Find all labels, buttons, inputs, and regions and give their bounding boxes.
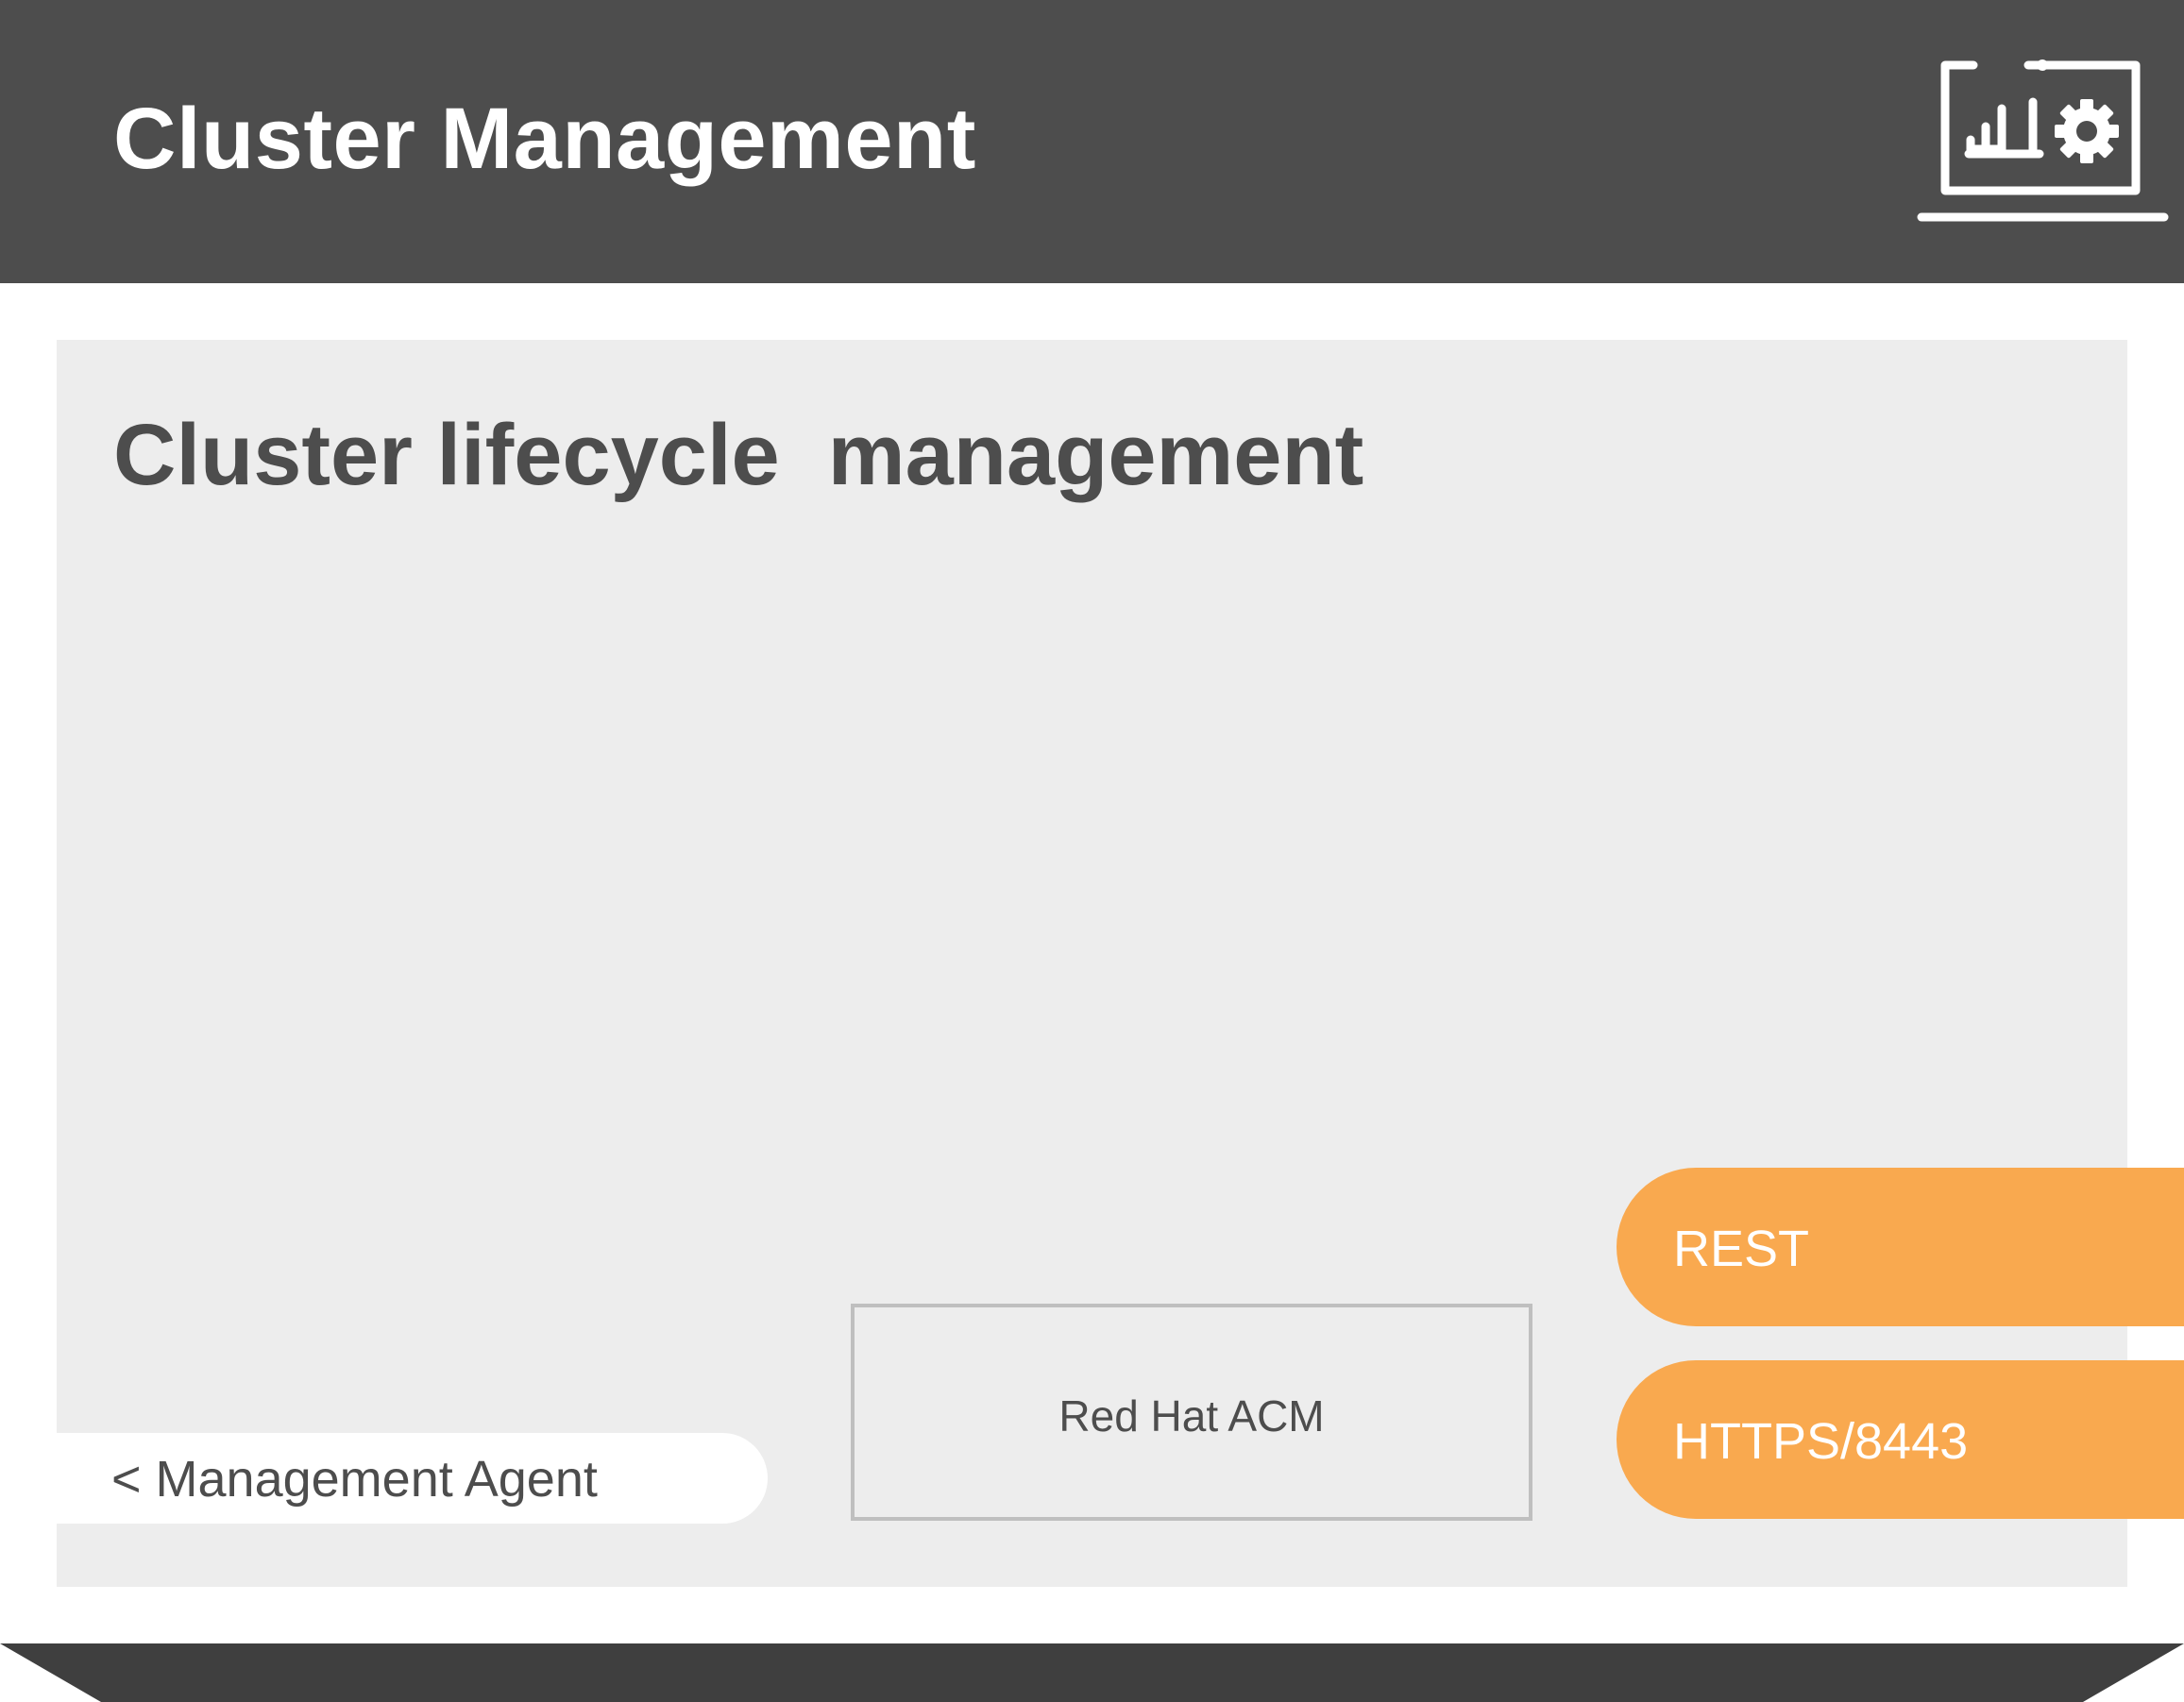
rest-port-tab <box>1617 1168 2184 1326</box>
red-hat-acm-label: Red Hat ACM <box>1058 1391 1325 1441</box>
management-agent-connector <box>57 1433 768 1524</box>
laptop-base <box>0 1643 2184 1702</box>
page-title: Cluster Management <box>113 91 976 187</box>
https-port-tab <box>1617 1360 2184 1519</box>
https-port-label: HTTPS/8443 <box>1673 1413 1969 1470</box>
management-agent-label: < Management Agent <box>111 1451 598 1508</box>
header-bar <box>0 0 2184 283</box>
panel-title: Cluster lifecycle management <box>113 407 1364 503</box>
red-hat-acm-box <box>851 1304 1532 1521</box>
rest-port-label: REST <box>1673 1221 1810 1277</box>
monitor-chart-gear-icon <box>1917 59 2169 222</box>
